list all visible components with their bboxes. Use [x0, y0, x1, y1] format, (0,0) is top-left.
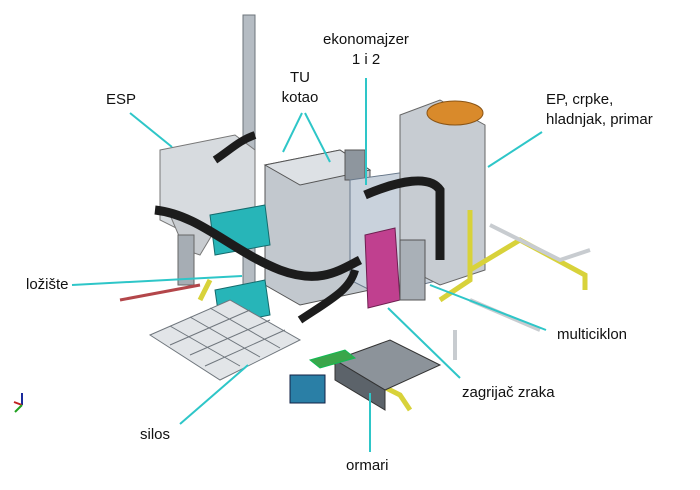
multiciklon-unit: [364, 227, 401, 309]
axis-triad-icon: [13, 393, 23, 413]
label-zagrijac-zraka: zagrijač zraka: [462, 384, 555, 401]
orange-tank: [426, 100, 484, 126]
label-tu-kotao-line1: TU: [290, 69, 310, 86]
esp-hopper: [177, 234, 195, 286]
leader-lines: [71, 78, 547, 452]
label-lozista: ložište: [26, 276, 69, 293]
blue-cabinet: [289, 374, 326, 404]
leader-tu-kotao-b: [304, 112, 331, 163]
label-ep-line2: hladnjak, primar: [546, 111, 653, 128]
leader-esp: [129, 112, 173, 148]
leader-lozista: [71, 275, 243, 286]
label-esp: ESP: [106, 91, 137, 108]
label-ep-line1: EP, crpke,: [546, 91, 614, 108]
label-ekonomajzer-line2: 1 i 2: [351, 51, 381, 68]
leader-zagrijac: [387, 307, 461, 379]
leader-silos: [179, 364, 249, 425]
label-tu-kotao-line2: kotao: [281, 89, 319, 106]
label-multiciklon: multiciklon: [557, 326, 628, 343]
label-ekonomajzer-line1: ekonomajzer: [323, 31, 409, 48]
flue-duct: [154, 205, 363, 281]
plant-model: [119, 14, 591, 412]
leader-tu-kotao-a: [282, 112, 303, 153]
air-heater: [399, 239, 426, 301]
leader-multiciklon: [429, 284, 547, 331]
silos-grid: [148, 299, 302, 381]
label-ormari: ormari: [346, 457, 389, 474]
label-silos: silos: [140, 426, 171, 443]
leader-ep: [487, 131, 543, 168]
